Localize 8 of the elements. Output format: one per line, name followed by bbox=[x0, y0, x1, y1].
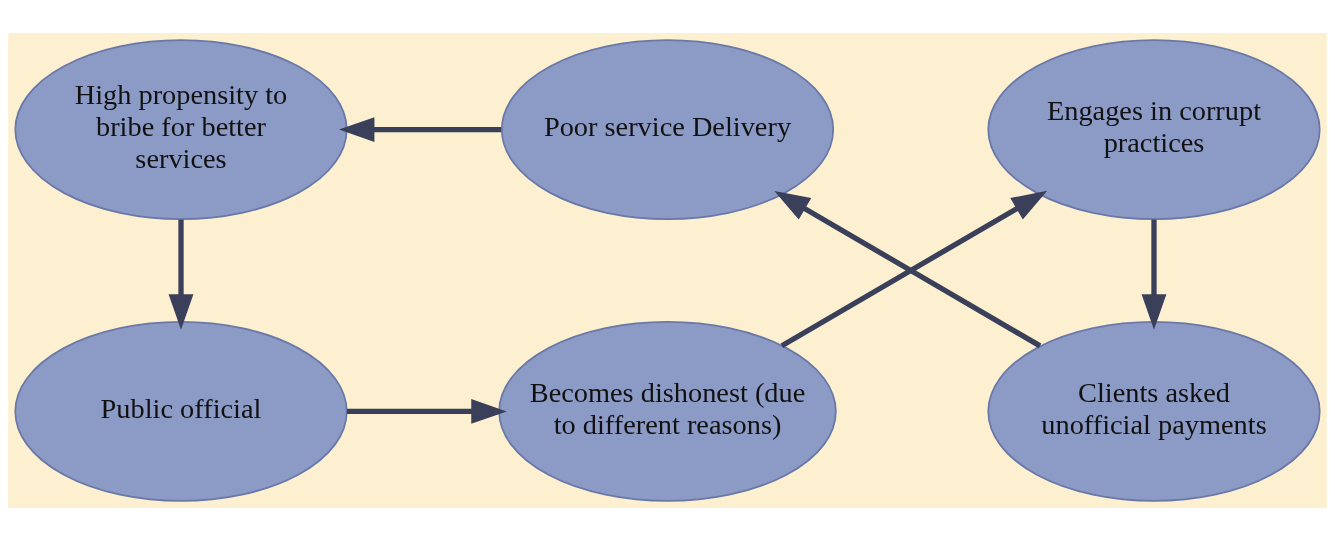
node-ellipse: Public official bbox=[14, 320, 348, 502]
node-ellipse: Clients asked unofficial payments bbox=[987, 320, 1321, 502]
arrow bbox=[346, 398, 507, 424]
arrow bbox=[338, 116, 502, 142]
arrow bbox=[1141, 219, 1167, 330]
node-ellipse: High propensity to bribe for better services bbox=[14, 38, 348, 220]
node-ellipse: Becomes dishonest (due to different reasons) bbox=[498, 320, 837, 502]
arrow bbox=[168, 219, 194, 330]
